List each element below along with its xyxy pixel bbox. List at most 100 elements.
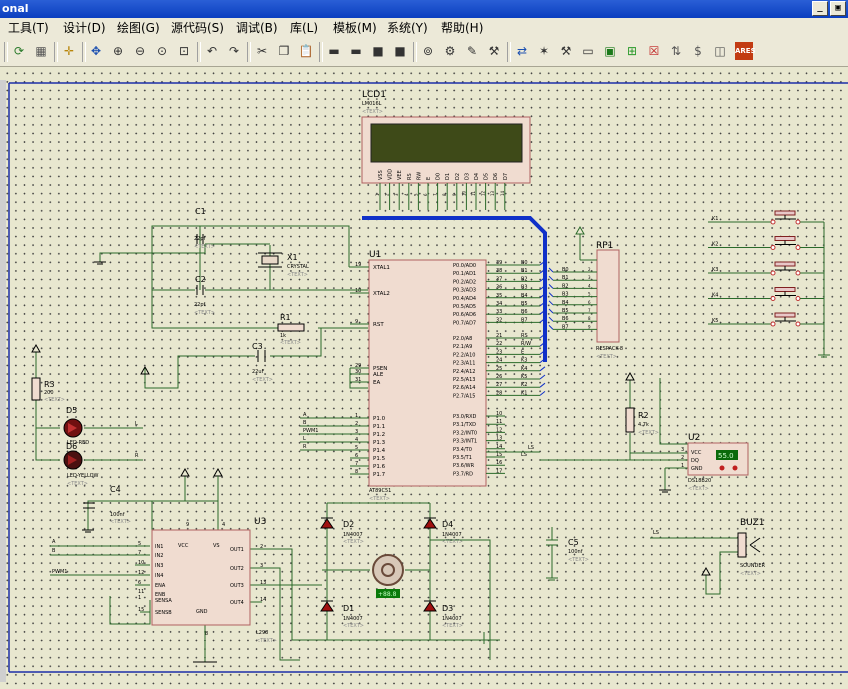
oscillator-wires	[99, 225, 368, 389]
search-tag-icon[interactable]: ✶	[538, 44, 550, 58]
crystal-x1[interactable]: X1 CRYSTAL <TEXT>	[258, 252, 309, 278]
block-rotate-icon[interactable]: ■	[372, 44, 384, 58]
lcd-pin-number: 3	[394, 193, 399, 196]
key-button[interactable]	[774, 210, 796, 216]
grid-icon[interactable]: ▦	[35, 44, 47, 58]
mcu-pin-number: 36	[496, 285, 502, 291]
remove-sheet-icon[interactable]: ☒	[648, 44, 660, 58]
motor[interactable]: +88.8	[372, 554, 404, 598]
decompose-icon[interactable]: ⚒	[488, 44, 500, 58]
diode-body[interactable]	[423, 518, 437, 529]
key-button[interactable]	[774, 287, 796, 292]
menu-design[interactable]: 设计(D)	[63, 21, 106, 35]
mcu-pin-name: P3.5/T1	[453, 455, 472, 461]
bus-entry	[548, 292, 554, 297]
capacitor-c5[interactable]: C5 100nf <TEXT>	[546, 527, 589, 581]
mcu-pin-number: 17	[496, 468, 502, 474]
menu-tools[interactable]: 工具(T)	[8, 21, 49, 35]
diode-body[interactable]	[423, 601, 437, 612]
c2-ref: C2	[195, 275, 206, 284]
mcu-pin-name: P1.2	[373, 432, 385, 438]
key-button[interactable]	[774, 261, 796, 267]
led-d5[interactable]: D5 LED-RED	[63, 406, 89, 446]
buz1-ref: BUZ1	[740, 518, 765, 528]
cut-icon[interactable]: ✂	[256, 44, 268, 58]
lcd-pin-number: 9	[452, 193, 457, 196]
menu-help[interactable]: 帮助(H)	[441, 21, 484, 35]
restore-button[interactable]: ▣	[830, 1, 846, 16]
zoom-all-icon[interactable]: ⊙	[156, 44, 168, 58]
block-move-icon[interactable]: ▬	[350, 44, 362, 58]
wire-autorouter-icon[interactable]: ⇄	[516, 44, 528, 58]
capacitor-c2[interactable]: C2 22pf <TEXT>	[194, 275, 215, 316]
resistor-r1[interactable]: R1 1k <TEXT>	[277, 313, 305, 346]
menu-source[interactable]: 源代码(S)	[171, 21, 224, 35]
zoom-out-icon[interactable]: ⊖	[134, 44, 146, 58]
menu-template[interactable]: 模板(M)	[333, 21, 377, 35]
power-arrow	[213, 467, 223, 477]
lcd1[interactable]: LCD1 LM016L <TEXT> VSS1VDD2VEE3RS4RW5E6D…	[361, 90, 531, 210]
c4-text: <TEXT>	[110, 519, 131, 525]
rp1-ref: RP1	[596, 241, 613, 251]
schematic-drawing: LCD1 LM016L <TEXT> VSS1VDD2VEE3RS4RW5E6D…	[0, 80, 848, 682]
resistor-r3[interactable]: R3 200 <TEXT>	[31, 377, 65, 403]
zoom-area-icon[interactable]: ⊡	[178, 44, 190, 58]
pick-device-icon[interactable]: ⊚	[422, 44, 434, 58]
capacitor-c1[interactable]: C1 22pf <TEXT>	[194, 207, 215, 250]
pan-icon[interactable]: ✥	[90, 44, 102, 58]
key-button[interactable]	[774, 236, 796, 241]
block-delete-icon[interactable]: ■	[394, 44, 406, 58]
diode-body[interactable]	[320, 518, 334, 529]
erc-icon[interactable]: ◫	[714, 44, 726, 58]
make-device-icon[interactable]: ⚙	[444, 44, 456, 58]
zoom-in-icon[interactable]: ⊕	[112, 44, 124, 58]
paste-icon[interactable]: 📋	[298, 44, 314, 58]
copy-icon[interactable]: ❐	[278, 44, 290, 58]
mcu-pin-name: P0.6/AD6	[453, 312, 476, 318]
minimize-button[interactable]: _	[812, 1, 828, 16]
packaging-icon[interactable]: ✎	[466, 44, 478, 58]
menu-draw[interactable]: 绘图(G)	[117, 21, 160, 35]
property-tool-icon[interactable]: ⚒	[560, 44, 572, 58]
mcu-pin-number: 26	[496, 374, 502, 380]
ares-icon[interactable]: ARES	[735, 42, 756, 60]
capacitor-c3[interactable]: C3 22uF <TEXT>	[252, 342, 273, 383]
new-sheet-icon[interactable]: ▭	[582, 44, 594, 58]
lcd-pin-number: 4	[404, 193, 409, 196]
block-copy-icon[interactable]: ▬	[328, 44, 340, 58]
key-button[interactable]	[774, 312, 796, 318]
bus-entry	[548, 275, 554, 281]
resistor-r2[interactable]: R2 4.7k <TEXT>	[625, 407, 659, 436]
diode-ref: D3	[442, 604, 453, 613]
u2-up-button[interactable]	[732, 465, 738, 471]
u3-pin-name: IN2	[155, 553, 163, 559]
goto-sheet-icon[interactable]: ⇅	[670, 44, 682, 58]
bus-entry	[539, 277, 546, 282]
mcu-pin-number: 6	[355, 453, 358, 459]
u2-down-button[interactable]	[719, 465, 725, 471]
menu-system[interactable]: 系统(Y)	[387, 21, 428, 35]
buzzer-buz1[interactable]: BUZ1 SOUNDER <TEXT>	[737, 518, 766, 577]
led-d6[interactable]: D6 LED-YELLOW <TEXT>	[63, 442, 99, 487]
bom-icon[interactable]: $	[694, 44, 702, 58]
menu-library[interactable]: 库(L)	[290, 21, 319, 35]
netlist-icon[interactable]: ▣	[604, 44, 616, 58]
redo-icon[interactable]: ↷	[228, 44, 240, 58]
diode-body[interactable]	[320, 601, 334, 612]
origin-icon[interactable]: ✛	[63, 44, 75, 58]
capacitor-c4[interactable]: C4 100nf <TEXT>	[82, 485, 131, 533]
undo-icon[interactable]: ↶	[206, 44, 218, 58]
mcu-pin-name: P3.6/WR	[453, 463, 475, 469]
lcd-text: <TEXT>	[362, 109, 383, 115]
rp1-power	[575, 225, 585, 260]
add-sheet-icon[interactable]: ⊞	[626, 44, 638, 58]
menu-debug[interactable]: 调试(B)	[236, 21, 278, 35]
rp1-net-label: B1	[562, 275, 569, 281]
redraw-icon[interactable]: ⟳	[13, 44, 25, 58]
